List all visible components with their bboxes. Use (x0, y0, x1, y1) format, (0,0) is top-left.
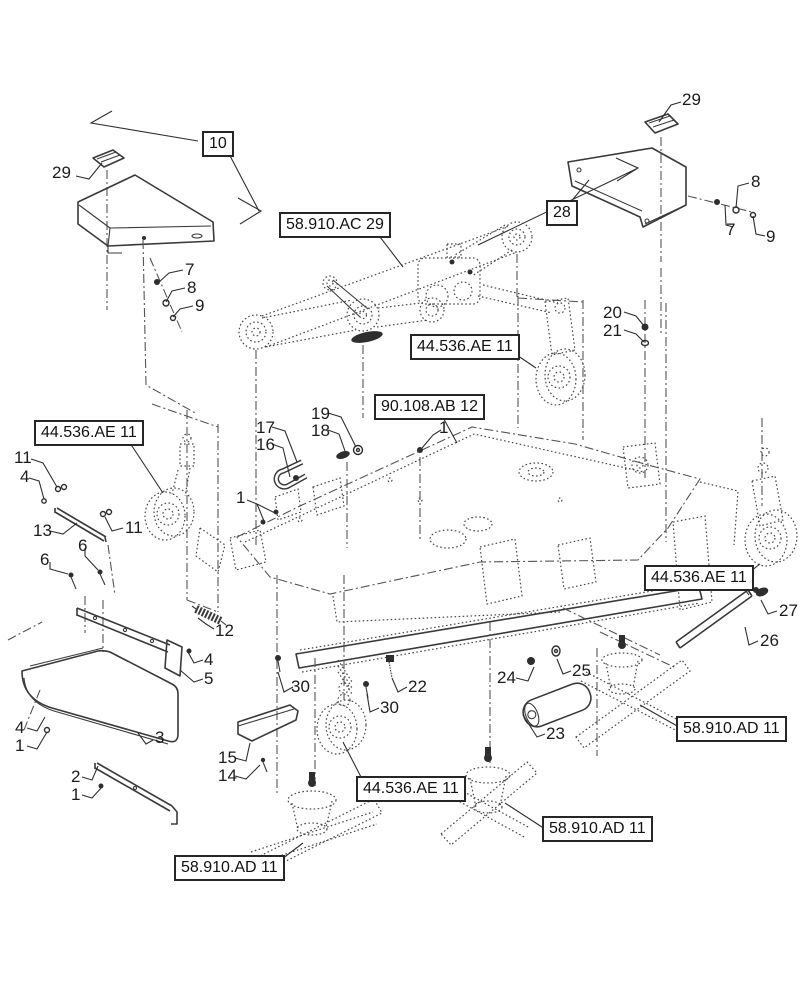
callout-11-19: 11 (125, 518, 143, 537)
callout-5-24: 5 (204, 669, 214, 688)
callout-3-35: 3 (155, 728, 165, 747)
ref-box-58-910-AD-11-9[interactable]: 58.910.AD 11 (542, 816, 653, 842)
ref-box-58-910-AD-11-8[interactable]: 58.910.AD 11 (676, 716, 787, 742)
callout-12-22: 12 (215, 621, 234, 640)
callout-1-14: 1 (439, 418, 449, 437)
mower-deck (191, 426, 739, 673)
callout-11-16: 11 (14, 448, 32, 467)
callout-29-0: 29 (52, 163, 71, 182)
callout-29-4: 29 (682, 90, 701, 109)
callout-22-26: 22 (408, 677, 427, 696)
callout-7-6: 7 (726, 220, 736, 239)
callout-13-18: 13 (33, 521, 52, 540)
caster-wheel-front (316, 659, 367, 755)
blade-spindle-right (575, 635, 691, 749)
ref-box-58-910-AD-11-10[interactable]: 58.910.AD 11 (174, 855, 285, 881)
callout-9-7: 9 (766, 227, 776, 246)
callout-4-17: 4 (20, 467, 30, 486)
belt-drive-assembly (238, 221, 559, 545)
callout-6-20: 6 (78, 536, 88, 555)
callout-30-27: 30 (380, 698, 399, 717)
callout-19-12: 19 (311, 404, 330, 423)
callout-27-31: 27 (779, 601, 798, 620)
callout-18-13: 18 (311, 421, 330, 440)
callout-23-30: 23 (546, 724, 565, 743)
callout-20-8: 20 (603, 303, 622, 322)
caster-wheel-right-top (535, 297, 586, 406)
ref-box-58-910-AC-29-2[interactable]: 58.910.AC 29 (279, 212, 391, 238)
assembly-axes (7, 296, 763, 793)
right-belt-cover (567, 113, 757, 333)
callout-25-29: 25 (572, 661, 591, 680)
callout-7-1: 7 (185, 260, 195, 279)
ref-box-44-536-AE-11-5[interactable]: 44.536.AE 11 (34, 420, 144, 446)
callout-1-15: 1 (236, 488, 246, 507)
ref-box-28-1[interactable]: 28 (546, 200, 578, 226)
callout-24-28: 24 (497, 668, 516, 687)
ref-box-44-536-AE-11-6[interactable]: 44.536.AE 11 (644, 565, 754, 591)
callout-2-36: 2 (71, 767, 81, 786)
ref-box-10-0[interactable]: 10 (202, 131, 234, 157)
callout-9-3: 9 (195, 296, 205, 315)
blade-spindle-middle (440, 747, 538, 846)
callout-4-23: 4 (204, 650, 214, 669)
ref-box-44-536-AE-11-7[interactable]: 44.536.AE 11 (356, 776, 466, 802)
callout-1-37: 1 (71, 785, 81, 804)
callout-21-9: 21 (603, 321, 622, 340)
caster-wheel-right-bottom (675, 447, 798, 649)
ref-box-44-536-AE-11-3[interactable]: 44.536.AE 11 (410, 334, 520, 360)
callout-26-32: 26 (760, 631, 779, 650)
discharge-chute-assembly (21, 607, 299, 825)
loose-fasteners (275, 323, 650, 699)
callout-14-39: 14 (218, 766, 237, 785)
callout-16-11: 16 (256, 435, 275, 454)
left-belt-cover (77, 149, 215, 415)
callout-30-25: 30 (291, 677, 310, 696)
caster-wheel-left (41, 433, 226, 596)
gauge-roller (522, 645, 592, 728)
callout-1-34: 1 (15, 736, 25, 755)
callout-4-33: 4 (15, 718, 25, 737)
callout-8-2: 8 (187, 278, 197, 297)
callout-leaders (26, 101, 778, 869)
callout-8-5: 8 (751, 172, 761, 191)
ref-box-90-108-AB-12-4[interactable]: 90.108.AB 12 (374, 394, 485, 420)
callout-15-38: 15 (218, 748, 237, 767)
callout-17-10: 17 (256, 418, 275, 437)
callout-6-21: 6 (40, 550, 50, 569)
